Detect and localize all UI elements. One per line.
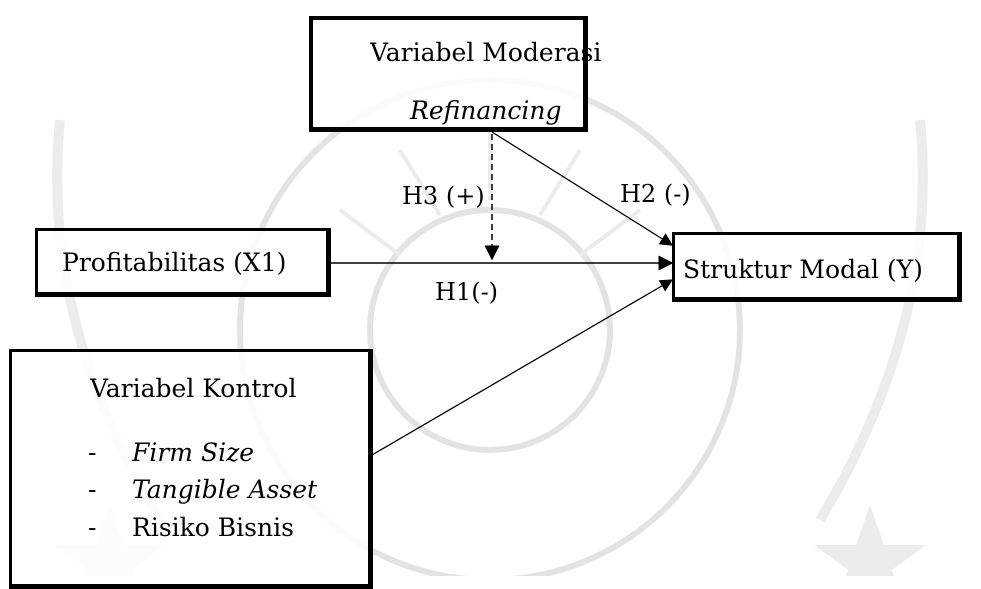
control-bullet: -: [88, 475, 97, 504]
diagram-connectors: [330, 131, 674, 456]
moderation-heading: Variabel Moderasi: [370, 38, 602, 67]
control-item-firm-size: Firm Size: [132, 438, 255, 467]
moderation-box: [309, 16, 588, 132]
control-bullet: -: [88, 513, 97, 542]
control-item-tangible-asset: Tangible Asset: [132, 475, 318, 504]
control-box: [9, 349, 373, 589]
dependent-label: Struktur Modal (Y): [683, 255, 923, 284]
h3-label: H3 (+): [402, 182, 485, 210]
independent-label: Profitabilitas (X1): [62, 248, 287, 277]
h2-arrow: [491, 131, 674, 246]
control-heading: Variabel Kontrol: [90, 374, 297, 403]
control-arrow: [371, 279, 674, 456]
moderation-variable: Refinancing: [410, 96, 562, 125]
dependent-box: [672, 232, 962, 302]
control-bullet: -: [88, 438, 97, 467]
h2-label: H2 (-): [620, 180, 691, 208]
h1-label: H1(-): [435, 278, 499, 306]
independent-box: [35, 228, 331, 297]
control-item-risiko-bisnis: Risiko Bisnis: [132, 513, 294, 542]
